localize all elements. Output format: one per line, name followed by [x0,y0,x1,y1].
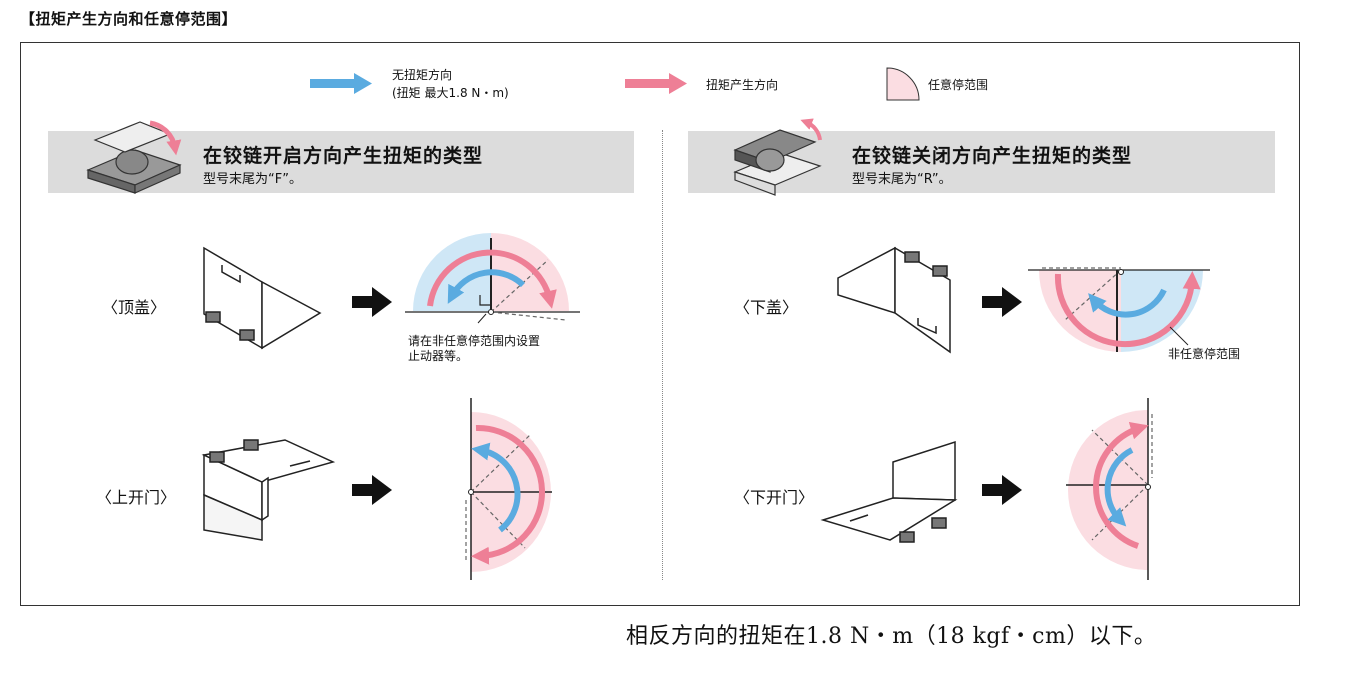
legend-no-torque-line1: 无扭矩方向 [392,68,453,82]
label-upward-door: 〈上开门〉 [96,488,177,507]
legend-free-stop: 任意停范围 [928,78,989,92]
stopper-note: 请在非任意停范围内设置 止动器等。 [408,334,540,364]
stopper-note-line1: 请在非任意停范围内设置 [408,334,541,348]
legend-no-torque: 无扭矩方向 (扭矩 最大1.8 N・m) [392,66,509,102]
flow-arrow-icon-3 [982,287,1022,317]
flow-arrow-icon-2 [352,475,392,505]
hinge-close-type-icon [733,118,822,196]
left-type-subtitle: 型号末尾为“F”。 [203,172,302,187]
panel-divider [662,130,663,580]
top-lid-cabinet-illustration [203,246,322,350]
bottom-lid-cabinet-illustration [837,246,951,354]
bottom-lid-range-diagram [1028,267,1210,352]
downward-door-range-diagram [1066,398,1153,580]
hinge-open-type-icon [86,120,182,194]
legend-blue-arrow-icon [310,73,372,94]
right-type-title: 在铰链关闭方向产生扭矩的类型 [852,145,1133,167]
label-top-lid: 〈顶盖〉 [102,298,167,317]
legend-torque: 扭矩产生方向 [706,78,779,92]
top-lid-range-diagram [405,233,580,324]
legend-pink-arrow-icon [625,73,687,94]
left-type-title: 在铰链开启方向产生扭矩的类型 [203,145,484,167]
flow-arrow-icon-1 [352,287,392,317]
non-free-stop-label: 非任意停范围 [1168,347,1241,361]
label-downward-door: 〈下开门〉 [734,488,815,507]
footer-note: 相反方向的扭矩在1.8 N・m（18 kgf・cm）以下。 [626,624,1157,649]
stopper-note-line2: 止动器等。 [408,349,469,363]
diagram-frame [20,42,1300,606]
flow-arrow-icon-4 [982,475,1022,505]
label-bottom-lid: 〈下盖〉 [734,298,799,317]
upward-door-cabinet-illustration [201,439,336,541]
right-type-subtitle: 型号末尾为“R”。 [852,172,952,187]
upward-door-range-diagram [465,398,552,580]
downward-door-cabinet-illustration [820,440,958,543]
section-header: 【扭矩产生方向和任意停范围】 [20,10,238,28]
legend-no-torque-line2: (扭矩 最大1.8 N・m) [392,86,509,100]
legend-free-stop-icon [886,67,920,101]
